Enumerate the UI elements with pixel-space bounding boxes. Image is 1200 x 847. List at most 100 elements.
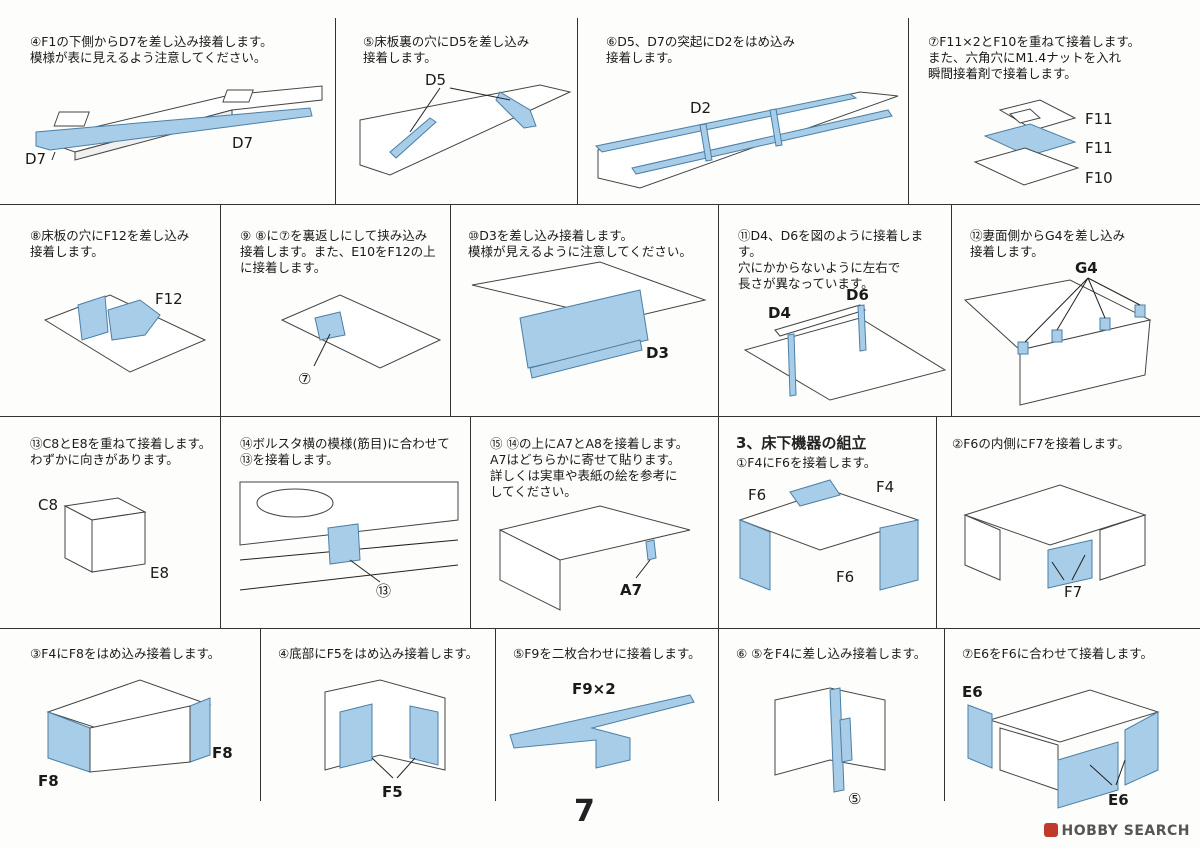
step-10-text: ⑩D3を差し込み接着します。 模様が見えるように注意してください。: [468, 228, 692, 259]
step-7-figure: F11 F11 F10: [973, 99, 1113, 187]
row-divider-3: [0, 628, 1200, 629]
col-divider: [470, 417, 471, 628]
step-9-label-7: ⑦: [298, 370, 311, 388]
under-step-3-text: ③F4にF8をはめ込み接着します。: [30, 646, 221, 661]
under-step-6-label-5: ⑤: [848, 790, 861, 808]
step-5-panel: ⑤床板裏の穴にD5を差し込み 接着します。: [355, 28, 577, 72]
section-heading: 3、床下機器の組立: [736, 434, 867, 452]
under-step-7-text: ⑦E6をF6に合わせて接着します。: [962, 646, 1153, 661]
step-6-panel: ⑥D5、D7の突起にD2をはめ込み 接着します。: [598, 28, 908, 72]
under-step-7-panel: ⑦E6をF6に合わせて接着します。: [954, 640, 1196, 668]
step-13-text: ⑬C8とE8を重ねて接着します。 わずかに向きがあります。: [30, 436, 212, 467]
under-step-5-figure: F9×2: [509, 680, 695, 769]
under-step-2-panel: ②F6の内側にF7を接着します。: [944, 430, 1196, 458]
under-step-4-figure: F5: [324, 679, 446, 801]
col-divider: [951, 205, 952, 416]
col-divider: [718, 629, 719, 801]
under-step-4-panel: ④底部にF5をはめ込み接着します。: [270, 640, 495, 668]
col-divider: [718, 417, 719, 628]
col-divider: [936, 417, 937, 628]
step-7-label-f10: F10: [1085, 169, 1113, 187]
step-10-figure: D3: [471, 261, 707, 379]
under-step-3-figure: F8 F8: [38, 679, 233, 790]
row-divider-1: [0, 204, 1200, 205]
under-step-2-figure: F7: [963, 484, 1147, 601]
step-14-label-13: ⑬: [376, 582, 391, 600]
step-9-figure: ⑦: [280, 294, 442, 388]
watermark-logo: HOBBY SEARCH: [1043, 823, 1190, 839]
under-step-4-text: ④底部にF5をはめ込み接着します。: [278, 646, 479, 661]
under-step-7-label-e6-top: E6: [962, 683, 983, 701]
step-8-panel: ⑧床板の穴にF12を差し込み 接着します。: [22, 222, 220, 266]
step-13-label-c8: C8: [38, 496, 58, 514]
col-divider: [260, 629, 261, 801]
col-divider: [220, 205, 221, 416]
page-number: 7: [574, 794, 595, 829]
step-7-label-f11-bottom: F11: [1085, 139, 1113, 157]
step-7-text: ⑦F11×2とF10を重ねて接着します。 また、六角穴にM1.4ナットを入れ 瞬…: [928, 34, 1141, 81]
under-step-3-panel: ③F4にF8をはめ込み接着します。: [22, 640, 260, 668]
step-5-figure: D5: [359, 71, 572, 176]
step-7-label-f11-top: F11: [1085, 110, 1113, 128]
step-15-text: ⑮ ⑭の上にA7とA8を接着します。 A7はどちらかに寄せて貼ります。 詳しくは…: [490, 436, 689, 499]
step-6-figure: D2: [594, 91, 899, 189]
col-divider: [495, 629, 496, 801]
step-8-figure: F12: [43, 290, 207, 373]
step-11-text: ⑪D4、D6を図のように接着します。 穴にかからないように左右で 長さが異なって…: [738, 228, 924, 291]
under-step-7-label-e6-bottom: E6: [1108, 791, 1129, 809]
under-step-6-text: ⑥ ⑤をF4に差し込み接着します。: [736, 646, 927, 661]
step-11-panel: ⑪D4、D6を図のように接着します。 穴にかからないように左右で 長さが異なって…: [730, 222, 951, 298]
under-step-2-label-f7: F7: [1064, 583, 1082, 601]
step-5-label-d5: D5: [425, 71, 446, 89]
under-step-3-label-f8-left: F8: [38, 772, 59, 790]
under-step-5-label-f9x2: F9×2: [572, 680, 616, 698]
step-7-panel: ⑦F11×2とF10を重ねて接着します。 また、六角穴にM1.4ナットを入れ 瞬…: [920, 28, 1196, 88]
under-step-5-panel: ⑤F9を二枚合わせに接着します。: [505, 640, 718, 668]
step-15-figure: A7: [498, 505, 691, 611]
col-divider: [944, 629, 945, 801]
step-4-text: ④F1の下側からD7を差し込み接着します。 模様が表に見えるよう注意してください…: [30, 34, 273, 65]
step-4-figure: D7 D7: [25, 85, 323, 168]
step-15-label-a7: A7: [620, 581, 642, 599]
logo-icon: [1043, 823, 1058, 837]
step-11-label-d4: D4: [768, 304, 791, 322]
col-divider: [718, 205, 719, 416]
under-step-1-label-f6-bottom: F6: [836, 568, 854, 586]
under-step-1-label-f6-top: F6: [748, 486, 766, 504]
under-step-1-panel: 3、床下機器の組立 ①F4にF6を接着します。: [728, 426, 936, 477]
under-step-1-figure: F6 F4 F6: [738, 478, 920, 591]
under-step-7-figure: E6 E6: [962, 683, 1160, 809]
under-step-4-label-f5: F5: [382, 783, 403, 801]
step-13-label-e8: E8: [150, 564, 169, 582]
col-divider: [577, 18, 578, 204]
step-8-label-f12: F12: [155, 290, 183, 308]
step-13-panel: ⑬C8とE8を重ねて接着します。 わずかに向きがあります。: [22, 430, 220, 474]
under-step-2-text: ②F6の内側にF7を接着します。: [952, 436, 1130, 451]
under-step-1-text: ①F4にF6を接着します。: [736, 455, 877, 470]
step-14-text: ⑭ボルスタ横の模様(筋目)に合わせて ⑬を接着します。: [240, 436, 450, 467]
step-12-panel: ⑫妻面側からG4を差し込み 接着します。: [962, 222, 1196, 266]
step-10-panel: ⑩D3を差し込み接着します。 模様が見えるように注意してください。: [460, 222, 718, 266]
col-divider: [450, 205, 451, 416]
under-step-6-figure: ⑤: [774, 687, 886, 808]
step-6-label-d2: D2: [690, 99, 711, 117]
step-10-label-d3: D3: [646, 344, 669, 362]
step-9-text: ⑨ ⑧に⑦を裏返しにして挟み込み 接着します。また、E10をF12の上 に接着し…: [240, 228, 436, 275]
col-divider: [220, 417, 221, 628]
step-4-panel: ④F1の下側からD7を差し込み接着します。 模様が表に見えるよう注意してください…: [22, 28, 334, 72]
row-divider-2: [0, 416, 1200, 417]
under-step-6-panel: ⑥ ⑤をF4に差し込み接着します。: [728, 640, 944, 668]
col-divider: [908, 18, 909, 204]
step-6-text: ⑥D5、D7の突起にD2をはめ込み 接着します。: [606, 34, 795, 65]
step-4-label-d7-right: D7: [232, 134, 253, 152]
step-5-text: ⑤床板裏の穴にD5を差し込み 接着します。: [363, 34, 530, 65]
step-14-figure: ⑬: [239, 481, 459, 600]
step-12-text: ⑫妻面側からG4を差し込み 接着します。: [970, 228, 1126, 259]
under-step-1-label-f4: F4: [876, 478, 894, 496]
under-step-3-label-f8-right: F8: [212, 744, 233, 762]
step-12-label-g4: G4: [1075, 259, 1098, 277]
step-12-figure: G4: [963, 259, 1152, 406]
under-step-5-text: ⑤F9を二枚合わせに接着します。: [513, 646, 701, 661]
step-13-figure: C8 E8: [38, 496, 169, 582]
